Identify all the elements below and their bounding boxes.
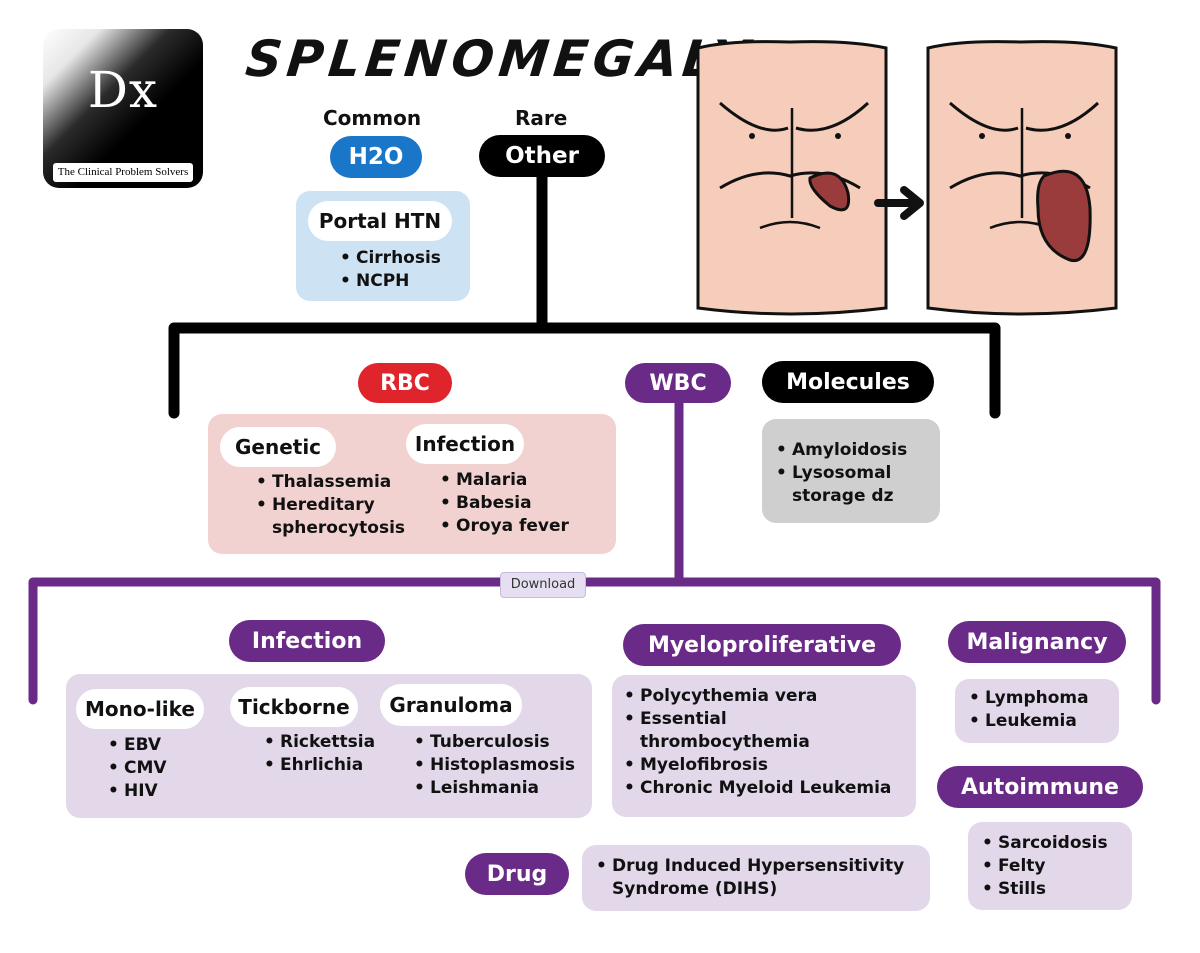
rare-label: Rare bbox=[515, 106, 568, 130]
list-item: Amyloidosis bbox=[776, 439, 926, 462]
granuloma-title: Granuloma bbox=[380, 684, 522, 726]
download-button[interactable]: Download bbox=[500, 572, 586, 598]
autoimmune-pill: Autoimmune bbox=[937, 766, 1143, 808]
rbc-infection-list: Malaria Babesia Oroya fever bbox=[440, 469, 569, 538]
list-item: Rickettsia bbox=[264, 731, 375, 754]
list-item: Babesia bbox=[440, 492, 569, 515]
list-item: Histoplasmosis bbox=[414, 754, 575, 777]
myeloproliferative-list: Polycythemia vera Essential thrombocythe… bbox=[624, 685, 909, 800]
list-item: HIV bbox=[108, 780, 167, 803]
rbc-pill: RBC bbox=[358, 363, 452, 403]
list-item: CMV bbox=[108, 757, 167, 780]
list-item: Myelofibrosis bbox=[624, 754, 909, 777]
list-item: Stills bbox=[982, 878, 1108, 901]
logo-initials: Dx bbox=[87, 61, 159, 119]
wbc-pill: WBC bbox=[625, 363, 731, 403]
portal-htn-title: Portal HTN bbox=[308, 201, 452, 241]
page-title: SPLENOMEGALY bbox=[242, 30, 757, 88]
malignancy-pill: Malignancy bbox=[948, 621, 1126, 663]
list-item: Chronic Myeloid Leukemia bbox=[624, 777, 909, 800]
granuloma-list: Tuberculosis Histoplasmosis Leishmania bbox=[414, 731, 575, 800]
logo-subtitle: The Clinical Problem Solvers bbox=[53, 163, 193, 182]
molecules-list: Amyloidosis Lysosomal storage dz bbox=[776, 439, 926, 508]
dx-logo: Dx The Clinical Problem Solvers bbox=[43, 29, 203, 188]
torso-enlarged-spleen-icon bbox=[926, 40, 1118, 316]
autoimmune-box: Sarcoidosis Felty Stills bbox=[968, 822, 1132, 910]
list-item: Essential thrombocythemia bbox=[624, 708, 830, 754]
tickborne-list: Rickettsia Ehrlichia bbox=[264, 731, 375, 777]
list-item: Leukemia bbox=[969, 710, 1089, 733]
list-item: Hereditary spherocytosis bbox=[256, 494, 422, 540]
common-label: Common bbox=[323, 106, 422, 130]
other-pill: Other bbox=[479, 135, 605, 177]
list-item: Malaria bbox=[440, 469, 569, 492]
myeloproliferative-box: Polycythemia vera Essential thrombocythe… bbox=[612, 675, 916, 817]
list-item: Polycythemia vera bbox=[624, 685, 909, 708]
arrow-icon bbox=[874, 186, 924, 220]
mono-like-list: EBV CMV HIV bbox=[108, 734, 167, 803]
drug-pill: Drug bbox=[465, 853, 569, 895]
list-item: Drug Induced Hypersensitivity Syndrome (… bbox=[596, 855, 912, 901]
drug-box: Drug Induced Hypersensitivity Syndrome (… bbox=[582, 845, 930, 911]
malignancy-box: Lymphoma Leukemia bbox=[955, 679, 1119, 743]
list-item: Oroya fever bbox=[440, 515, 569, 538]
infection-box: Mono-like EBV CMV HIV Tickborne Ricketts… bbox=[66, 674, 592, 818]
list-item: Felty bbox=[982, 855, 1108, 878]
list-item: EBV bbox=[108, 734, 167, 757]
genetic-title: Genetic bbox=[220, 427, 336, 467]
list-item: Thalassemia bbox=[256, 471, 422, 494]
list-item: Sarcoidosis bbox=[982, 832, 1108, 855]
list-item: Lysosomal storage dz bbox=[776, 462, 912, 508]
tickborne-title: Tickborne bbox=[230, 687, 358, 727]
autoimmune-list: Sarcoidosis Felty Stills bbox=[982, 832, 1108, 901]
malignancy-list: Lymphoma Leukemia bbox=[969, 687, 1089, 733]
molecules-pill: Molecules bbox=[762, 361, 934, 403]
list-item: Tuberculosis bbox=[414, 731, 575, 754]
infection-pill: Infection bbox=[229, 620, 385, 662]
mono-like-title: Mono-like bbox=[76, 689, 204, 729]
drug-list: Drug Induced Hypersensitivity Syndrome (… bbox=[596, 855, 916, 901]
h2o-pill: H2O bbox=[330, 136, 422, 178]
portal-htn-box: Portal HTN Cirrhosis NCPH bbox=[296, 191, 470, 301]
list-item: Leishmania bbox=[414, 777, 575, 800]
list-item: NCPH bbox=[340, 270, 441, 293]
molecules-box: Amyloidosis Lysosomal storage dz bbox=[762, 419, 940, 523]
list-item: Cirrhosis bbox=[340, 247, 441, 270]
portal-htn-list: Cirrhosis NCPH bbox=[340, 247, 441, 293]
list-item: Ehrlichia bbox=[264, 754, 375, 777]
genetic-list: Thalassemia Hereditary spherocytosis bbox=[256, 471, 422, 540]
myeloproliferative-pill: Myeloproliferative bbox=[623, 624, 901, 666]
torso-illustrations bbox=[696, 40, 1118, 316]
torso-normal-spleen-icon bbox=[696, 40, 888, 316]
list-item: Lymphoma bbox=[969, 687, 1089, 710]
rbc-infection-title: Infection bbox=[406, 424, 524, 464]
rbc-box: Genetic Thalassemia Hereditary spherocyt… bbox=[208, 414, 616, 554]
